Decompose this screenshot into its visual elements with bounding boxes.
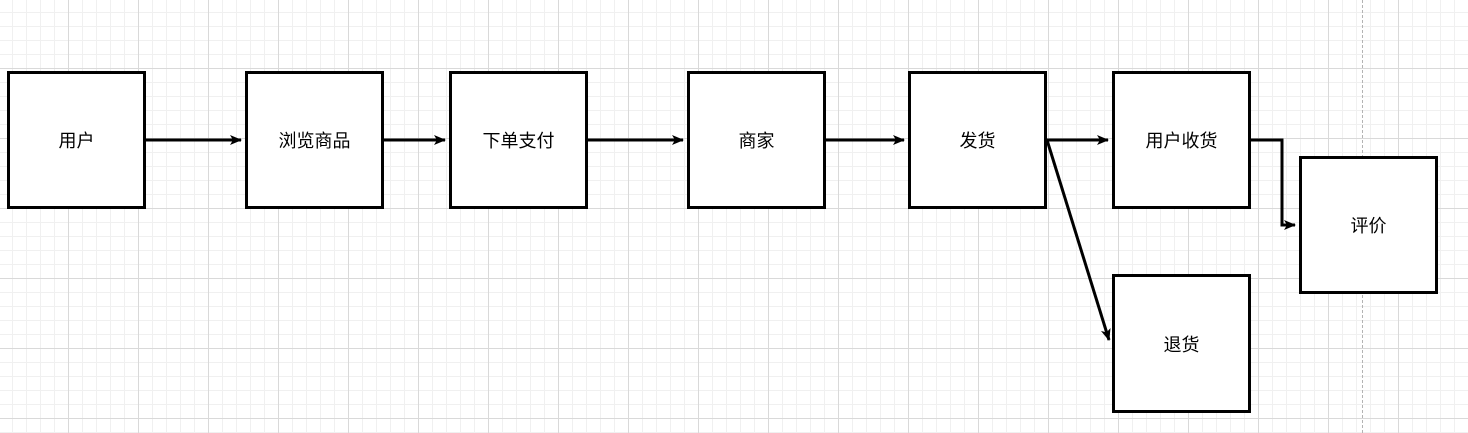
node-place-order-pay[interactable]: 下单支付 (449, 71, 588, 209)
node-browse-products[interactable]: 浏览商品 (245, 71, 384, 209)
node-ship[interactable]: 发货 (908, 71, 1047, 209)
node-merchant[interactable]: 商家 (687, 71, 826, 209)
node-return-label: 退货 (1163, 334, 1200, 356)
node-return[interactable]: 退货 (1112, 274, 1251, 413)
node-place-order-pay-label: 下单支付 (482, 131, 555, 152)
node-browse-products-label: 浏览商品 (278, 131, 351, 152)
node-review-label: 评价 (1350, 216, 1387, 237)
node-user-label: 用户 (58, 131, 95, 152)
node-user-receive[interactable]: 用户收货 (1112, 71, 1251, 209)
node-user[interactable]: 用户 (7, 71, 146, 209)
node-merchant-label: 商家 (738, 131, 775, 152)
node-user-receive-label: 用户收货 (1145, 131, 1218, 152)
node-ship-label: 发货 (959, 131, 996, 152)
edge-receive-to-review (1251, 138, 1296, 230)
edge-ship-to-return (1045, 139, 1111, 341)
node-review[interactable]: 评价 (1299, 156, 1438, 294)
